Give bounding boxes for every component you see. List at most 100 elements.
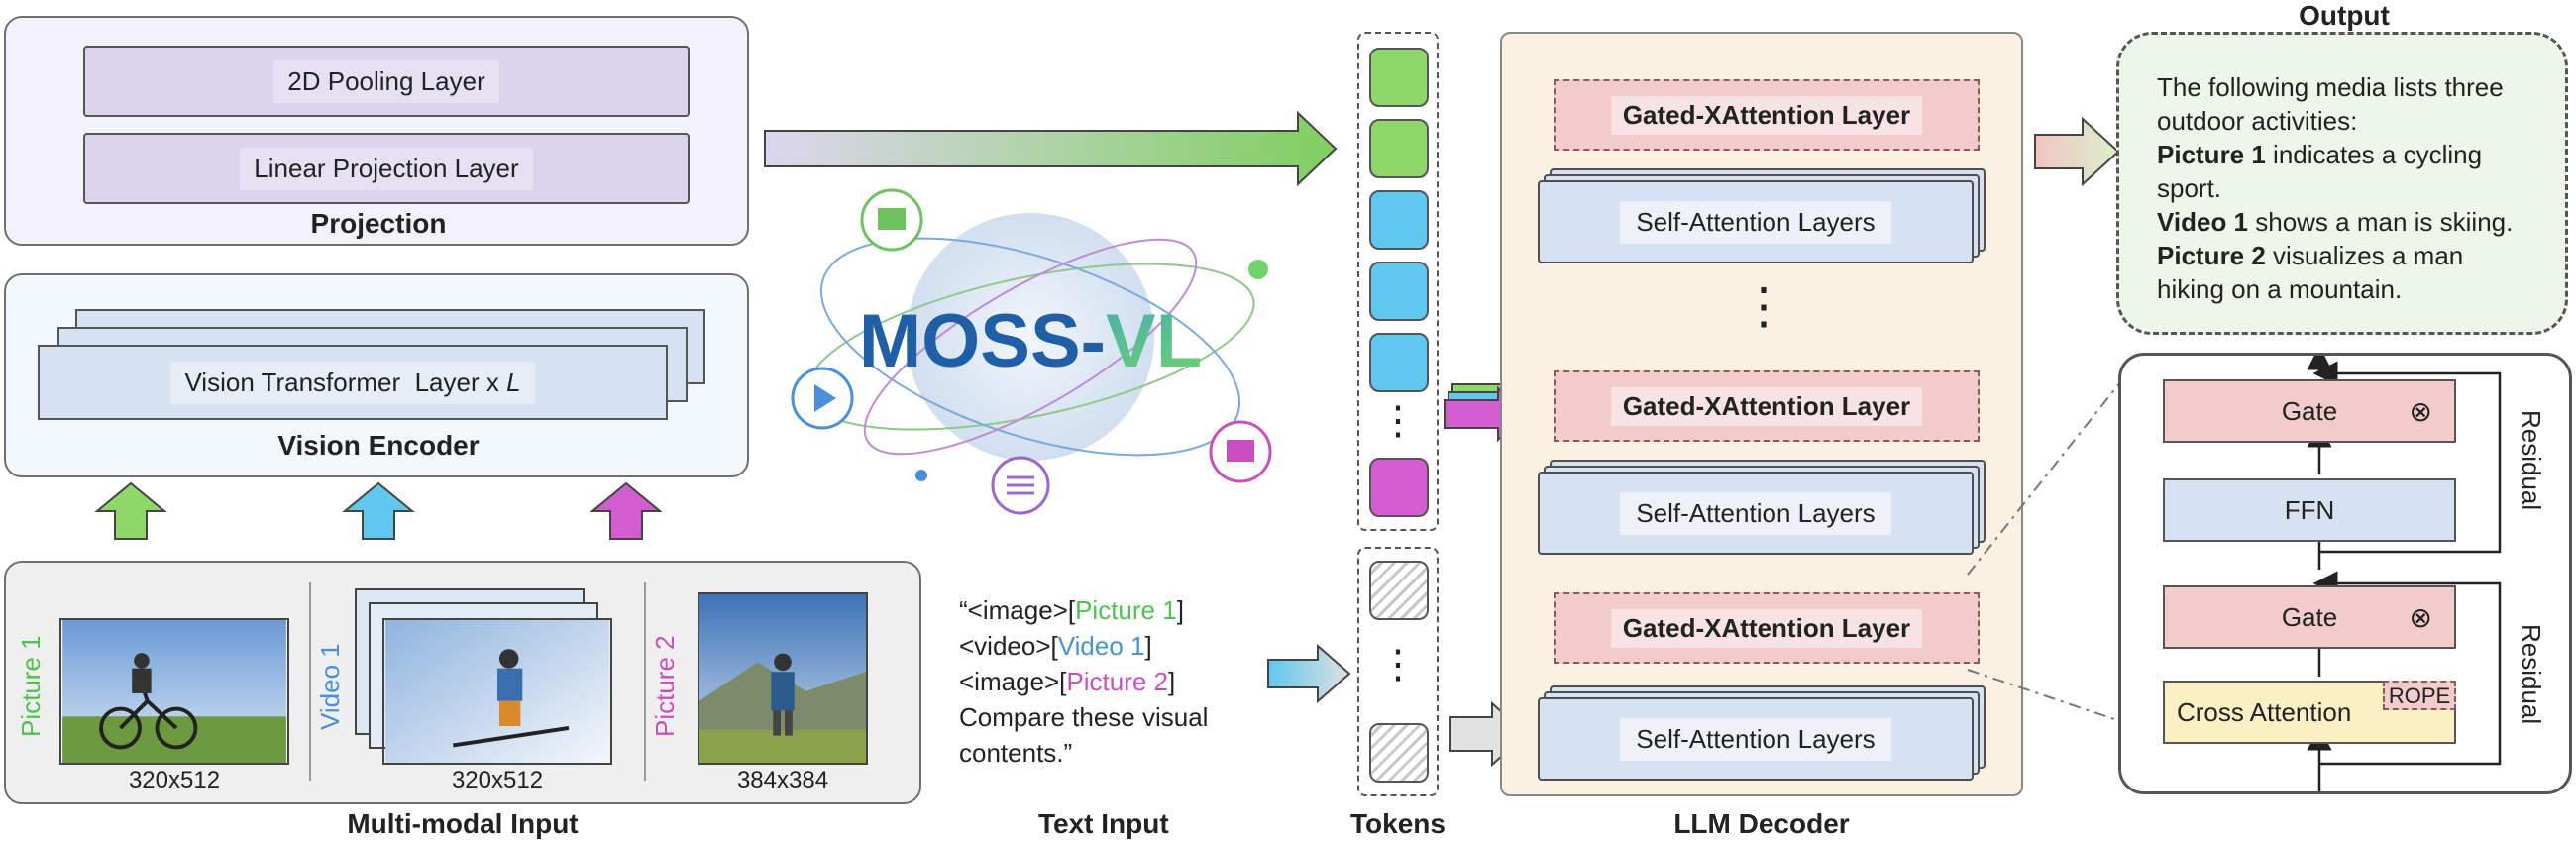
output-p1-rest: indicates a cycling	[2265, 140, 2483, 169]
token-blue-2	[1369, 262, 1429, 321]
gated-xattn-layer-2: Gated-XAttention Layer	[1554, 370, 1980, 442]
gate-box-bottom: Gate ⊗	[2163, 585, 2456, 649]
gated-xattn-label-3: Gated-XAttention Layer	[1610, 608, 1923, 648]
picture2-image	[698, 592, 868, 765]
gated-xattn-label-1: Gated-XAttention Layer	[1610, 95, 1923, 135]
up-arrow-green	[94, 481, 167, 540]
residual-label-top: Residual	[2517, 410, 2546, 511]
text-input-pic1: Picture 1	[1075, 595, 1177, 625]
text-input-line3: <image>[Picture 2]	[959, 664, 1236, 699]
vit-layer-var: L	[506, 367, 521, 397]
block-detail-panel: Gate ⊗ FFN Gate ⊗ Cross Attention ROPE R…	[2118, 353, 2572, 794]
linear-projection-layer: Linear Projection Layer	[83, 133, 690, 204]
divider-2	[644, 582, 646, 781]
output-title: Output	[2299, 0, 2390, 31]
picture2-tag: Picture 2	[650, 635, 680, 738]
gate-top-label: Gate	[2281, 395, 2338, 426]
output-line5: Video 1 shows a man is skiing.	[2157, 205, 2545, 239]
token-dots: ⋮	[1378, 399, 1418, 443]
llm-decoder-title: LLM Decoder	[1673, 808, 1850, 839]
ffn-box: FFN	[2163, 478, 2456, 542]
self-attn-layers-3: Self-Attention Layers	[1538, 697, 1974, 781]
output-line2: outdoor activities:	[2157, 106, 2358, 136]
video1-tag: Video 1	[315, 643, 345, 730]
token-green-2	[1369, 119, 1429, 178]
output-v1-rest: shows a man is skiing.	[2248, 207, 2514, 237]
llm-decoder-panel: Gated-XAttention Layer Self-Attention La…	[1500, 32, 2023, 796]
projection-panel: 2D Pooling Layer Linear Projection Layer…	[4, 16, 749, 246]
visual-token-column: ⋮	[1357, 32, 1439, 531]
otimes-bottom-icon: ⊗	[2409, 602, 2432, 633]
vision-encoder-title: Vision Encoder	[277, 430, 480, 461]
video1-size: 320x512	[451, 767, 544, 793]
vision-encoder-panel: Vision Transformer Layer x L Vision Enco…	[4, 273, 749, 477]
text-input-line1: “<image>[Picture 1]	[959, 592, 1236, 628]
decoder-to-output-arrow	[2034, 117, 2120, 186]
vit-layer-prefix: Vision Transformer Layer x	[184, 367, 507, 397]
text-input-close1: ]	[1176, 595, 1184, 625]
output-line1: The following media lists three	[2157, 72, 2504, 102]
cross-attention-label: Cross Attention	[2177, 696, 2352, 727]
text-token-dots: ⋮	[1378, 643, 1418, 686]
rope-tag: ROPE	[2383, 681, 2456, 710]
gated-xattn-label-2: Gated-XAttention Layer	[1610, 386, 1923, 426]
projection-to-tokens-arrow	[764, 111, 1338, 186]
text-input-line2: <video>[Video 1]	[959, 628, 1236, 664]
text-token-2	[1369, 723, 1429, 783]
text-input-vid1: Video 1	[1057, 631, 1145, 661]
multimodal-input-panel: Picture 1 320x512 Video 1 320x512 Pictur…	[4, 561, 921, 804]
divider-1	[309, 582, 311, 781]
self-attn-label-1: Self-Attention Layers	[1620, 200, 1891, 244]
vit-layer: Vision Transformer Layer x L	[38, 345, 668, 420]
up-arrow-blue	[342, 481, 415, 540]
picture1-size: 320x512	[128, 767, 221, 793]
up-arrows	[94, 481, 663, 540]
self-attn-label-3: Self-Attention Layers	[1620, 717, 1891, 761]
text-input-quote-open: “<image>[	[959, 595, 1076, 625]
text-input-line4: Compare these visual	[959, 702, 1209, 732]
text-to-tokens-arrow	[1267, 644, 1351, 703]
gated-xattn-layer-3: Gated-XAttention Layer	[1554, 592, 1980, 664]
token-green-1	[1369, 48, 1429, 107]
text-input-close2: ]	[1144, 631, 1152, 661]
output-line7: hiking on a mountain.	[2157, 274, 2403, 304]
residual-label-bottom: Residual	[2517, 624, 2546, 725]
text-input-pic2: Picture 2	[1066, 667, 1169, 696]
projection-title: Projection	[310, 208, 447, 239]
pooling-layer-label: 2D Pooling Layer	[273, 59, 499, 103]
text-input-close3: ]	[1168, 667, 1176, 696]
output-p2-bold: Picture 2	[2157, 241, 2266, 270]
ffn-label: FFN	[2284, 494, 2335, 525]
text-token-column: ⋮	[1357, 547, 1439, 796]
picture1-image	[59, 618, 289, 765]
picture2-size: 384x384	[736, 767, 829, 793]
moss-vl-logo: MOSS-VL	[791, 188, 1272, 515]
multimodal-input-title: Multi-modal Input	[347, 808, 579, 839]
text-input-image-open: <image>[	[959, 667, 1067, 696]
token-blue-1	[1369, 190, 1429, 250]
video1-image	[382, 618, 612, 765]
detail-connector-lines	[1967, 381, 2121, 722]
token-magenta-1	[1369, 458, 1429, 517]
self-attn-layers-1: Self-Attention Layers	[1538, 180, 1974, 263]
gate-bottom-label: Gate	[2281, 601, 2338, 632]
logo-moss: MOSS-	[859, 299, 1106, 383]
text-input-video-open: <video>[	[959, 631, 1058, 661]
output-p2-rest: visualizes a man	[2265, 241, 2464, 270]
otimes-top-icon: ⊗	[2409, 396, 2432, 427]
text-input-title: Text Input	[1038, 808, 1169, 839]
gated-xattn-layer-1: Gated-XAttention Layer	[1554, 79, 1980, 151]
pooling-layer: 2D Pooling Layer	[83, 46, 690, 117]
up-arrow-magenta	[590, 481, 663, 540]
logo-text: MOSS-VL	[859, 299, 1202, 383]
output-line6: Picture 2 visualizes a man	[2157, 239, 2545, 272]
output-v1-bold: Video 1	[2157, 207, 2249, 237]
text-token-1	[1369, 561, 1429, 620]
text-input-line5: contents.”	[959, 738, 1073, 768]
vit-layer-label: Vision Transformer Layer x L	[170, 361, 535, 404]
output-box: The following media lists three outdoor …	[2116, 32, 2568, 335]
text-input-block: “<image>[Picture 1] <video>[Video 1] <im…	[959, 592, 1236, 771]
self-attn-layers-2: Self-Attention Layers	[1538, 472, 1974, 555]
output-line4: sport.	[2157, 173, 2222, 203]
gate-box-top: Gate ⊗	[2163, 379, 2456, 443]
